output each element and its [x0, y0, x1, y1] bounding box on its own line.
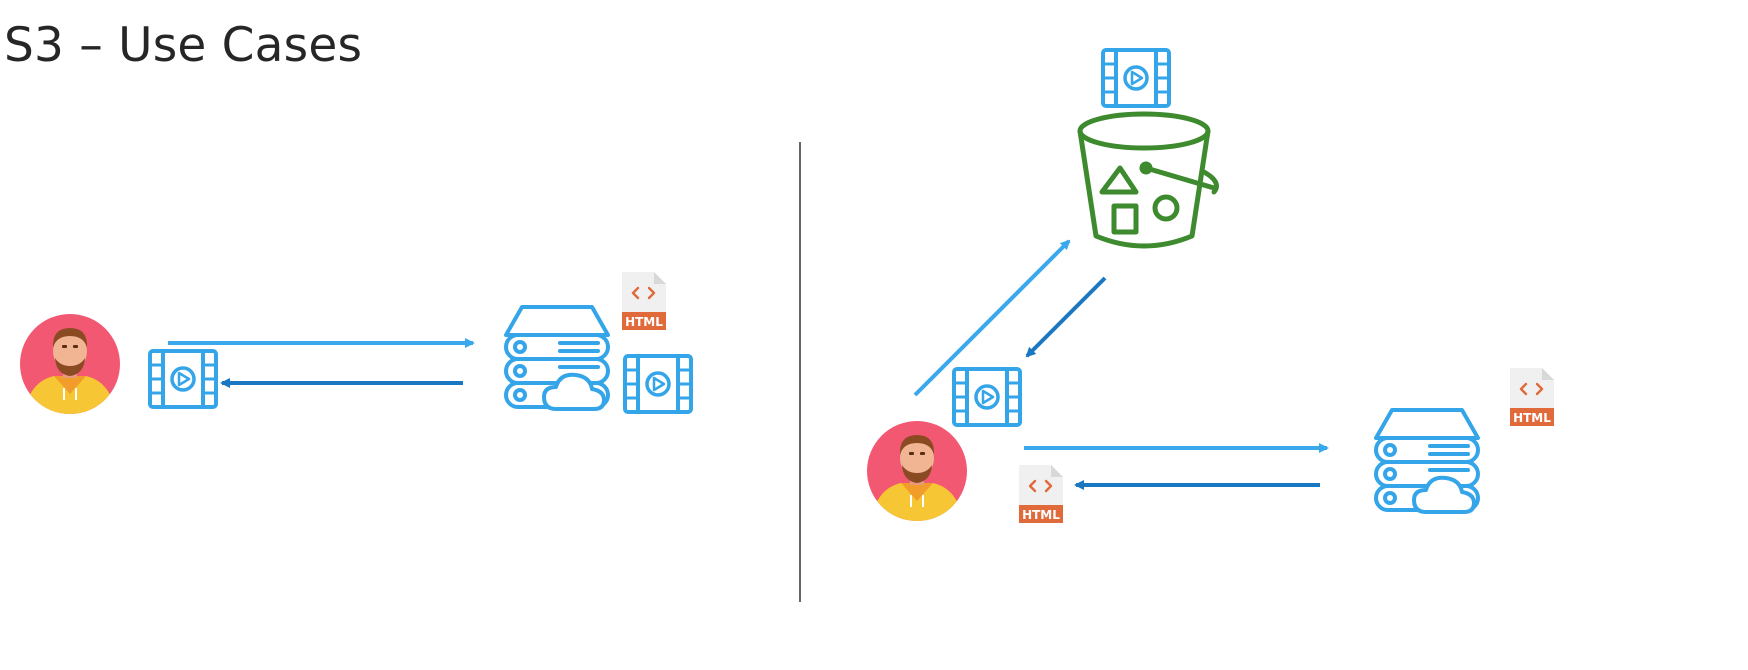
video-file-icon [952, 367, 1022, 427]
upload-arrow [913, 239, 1071, 397]
download-arrow [1025, 276, 1107, 358]
cloud-server-icon [504, 305, 610, 411]
slide-title: S3 – Use Cases [4, 18, 363, 73]
html-file-icon: HTML [620, 270, 668, 332]
video-file-icon [1101, 48, 1171, 108]
video-file-icon [148, 349, 218, 409]
user-avatar-icon [20, 314, 120, 416]
html-badge-text: HTML [625, 315, 663, 329]
html-file-icon: HTML [1508, 366, 1556, 428]
html-file-icon: HTML [1017, 463, 1065, 525]
html-badge-text: HTML [1022, 508, 1060, 522]
s3-bucket-icon [1077, 111, 1219, 249]
user-avatar-icon [867, 421, 967, 523]
video-file-icon [623, 354, 693, 414]
html-badge-text: HTML [1513, 411, 1551, 425]
cloud-server-icon [1374, 408, 1480, 514]
